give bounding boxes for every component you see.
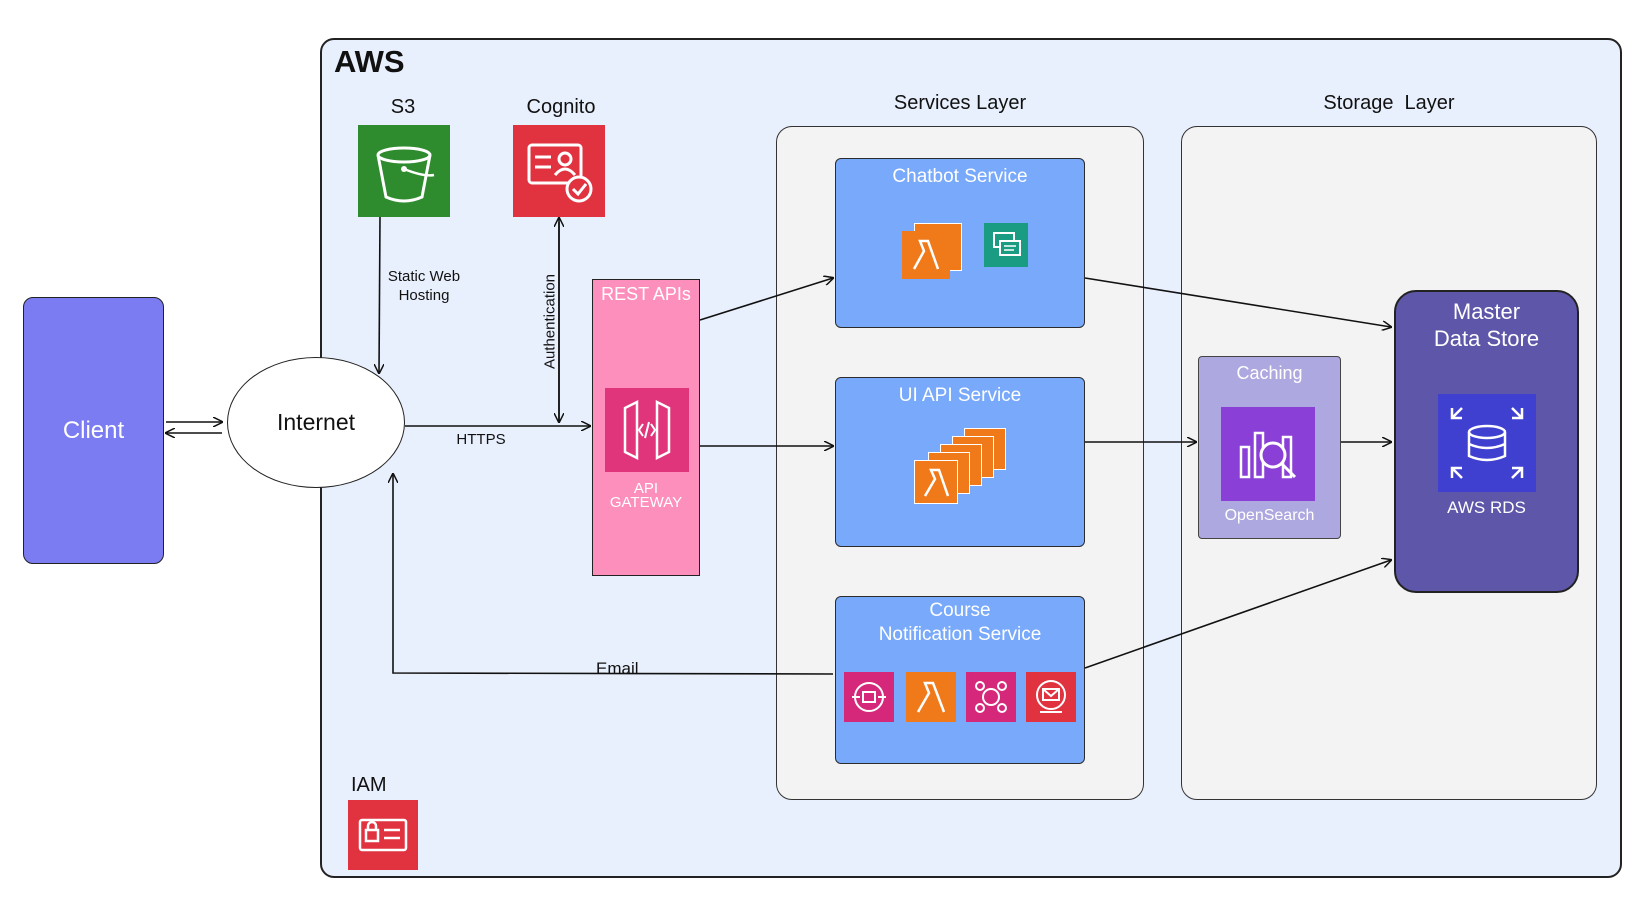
client-label: Client: [62, 416, 125, 444]
master-data-store[interactable]: Master Data Store AWS RDS: [1394, 290, 1579, 593]
email-to-internet-arrow: [393, 474, 834, 675]
rest-apis-title: REST APIs: [601, 284, 691, 304]
gateway-to-chatbot-arrow: [699, 278, 833, 321]
notification-to-master-arrow: [1084, 560, 1391, 669]
cognito-icon[interactable]: [513, 125, 605, 217]
eventbridge-icon: [966, 672, 1016, 722]
opensearch-caption: OpenSearch: [1224, 507, 1315, 524]
lex-chatbot-icon: [984, 223, 1028, 267]
rest-api-gateway[interactable]: REST APIs API GATEWAY: [592, 279, 700, 576]
https-label: HTTPS: [456, 431, 506, 448]
internet-node[interactable]: Internet: [227, 357, 405, 488]
master-data-store-title: Master Data Store: [1396, 298, 1577, 352]
iam-icon[interactable]: [348, 800, 418, 870]
course-notification-title: Course Notification Service: [836, 599, 1084, 647]
caching-title: Caching: [1236, 363, 1303, 383]
course-notification-title-line1: Course: [929, 600, 991, 621]
static-hosting-line1: Static Web: [387, 268, 461, 285]
static-web-hosting-label: Static Web Hosting: [372, 267, 476, 305]
static-hosting-line2: Hosting: [398, 287, 450, 304]
ses-email-icon: [1026, 672, 1076, 722]
chatbot-service[interactable]: Chatbot Service: [835, 158, 1085, 328]
s3-hosting-arrow: [379, 216, 380, 373]
api-gateway-caption-line2: GATEWAY: [609, 494, 683, 511]
caching-node[interactable]: Caching OpenSearch: [1198, 356, 1341, 539]
sqs-queue-icon: [844, 672, 894, 722]
rds-caption: AWS RDS: [1447, 498, 1526, 517]
iam-label: IAM: [351, 774, 387, 796]
master-title-line2: Data Store: [1433, 326, 1540, 351]
chatbot-to-master-arrow: [1084, 277, 1391, 327]
rds-database-icon: [1438, 394, 1536, 492]
internet-label: Internet: [277, 409, 355, 435]
s3-bucket-icon[interactable]: [358, 125, 450, 217]
lambda-icon: [902, 231, 950, 279]
cognito-label: Cognito: [526, 96, 596, 118]
api-gateway-caption: API GATEWAY: [593, 480, 699, 511]
master-title-line1: Master: [1452, 299, 1521, 324]
course-notification-service[interactable]: Course Notification Service: [835, 596, 1085, 764]
ui-api-service[interactable]: UI API Service: [835, 377, 1085, 547]
services-layer-title: Services Layer: [893, 92, 1027, 114]
s3-label: S3: [390, 96, 416, 118]
course-notification-title-line2: Notification Service: [878, 624, 1042, 645]
opensearch-icon: [1221, 407, 1315, 501]
ui-api-service-title: UI API Service: [898, 385, 1022, 406]
lambda-icon: [914, 460, 958, 504]
api-gateway-caption-line1: API: [633, 480, 659, 497]
lambda-icon: [906, 672, 956, 722]
client-node[interactable]: Client: [23, 297, 164, 564]
aws-title: AWS: [334, 44, 405, 79]
storage-layer-title: Storage Layer: [1323, 92, 1455, 114]
chatbot-service-title: Chatbot Service: [892, 166, 1028, 187]
api-gateway-icon: [605, 388, 689, 472]
